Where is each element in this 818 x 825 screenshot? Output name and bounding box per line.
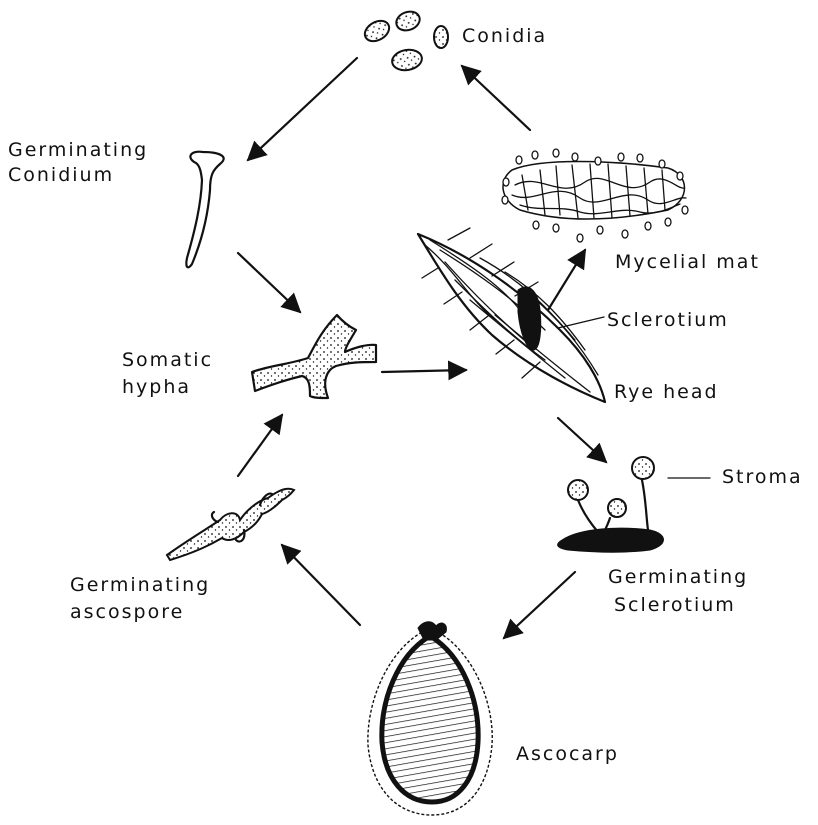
label-stroma: Stroma: [722, 465, 803, 489]
germinating-sclerotium-drawing: [558, 457, 664, 552]
mycelial-mat-drawing: [502, 149, 688, 242]
arrow-germinating-conidium-to-hypha: [238, 253, 300, 312]
label-germinating-sclerotium-line1: Germinating: [608, 565, 748, 589]
arrow-rye-head-to-mycelial-mat: [548, 250, 585, 310]
arrow-mycelial-mat-to-conidia: [462, 66, 530, 130]
rye-head-drawing: [418, 228, 605, 402]
arrow-sclerotium-to-ascocarp: [504, 572, 575, 638]
label-sclerotium: Sclerotium: [607, 308, 729, 332]
label-germinating-ascospore-line1: Germinating: [70, 573, 210, 597]
arrow-ascocarp-to-ascospore: [282, 545, 360, 625]
label-conidia: Conidia: [462, 24, 547, 48]
label-somatic-hypha-line2: hypha: [122, 375, 191, 399]
sclerotium-leader-line: [558, 317, 604, 328]
label-germinating-ascospore-line2: ascospore: [70, 600, 184, 624]
ascocarp-drawing: [368, 622, 492, 815]
arrow-ascospore-to-hypha: [238, 415, 282, 476]
germinating-conidium-drawing: [186, 152, 223, 268]
label-mycelial-mat: Mycelial mat: [615, 250, 760, 274]
label-somatic-hypha-line1: Somatic: [122, 348, 213, 372]
arrow-rye-head-to-germinating-sclerotium: [558, 418, 606, 462]
label-germinating-conidium-line1: Germinating: [8, 138, 148, 162]
label-ascocarp: Ascocarp: [516, 742, 619, 766]
label-germinating-sclerotium-line2: Sclerotium: [614, 593, 736, 617]
label-germinating-conidium-line2: Conidium: [8, 163, 114, 187]
arrow-hypha-to-rye-head: [382, 370, 466, 372]
somatic-hypha-drawing: [252, 315, 376, 398]
conidia-spores: [361, 8, 448, 72]
arrow-conidia-to-germinating-conidium: [248, 58, 357, 160]
germinating-ascospore-drawing: [167, 489, 294, 560]
label-rye-head: Rye head: [614, 380, 719, 404]
cycle-arrows: [238, 58, 606, 638]
